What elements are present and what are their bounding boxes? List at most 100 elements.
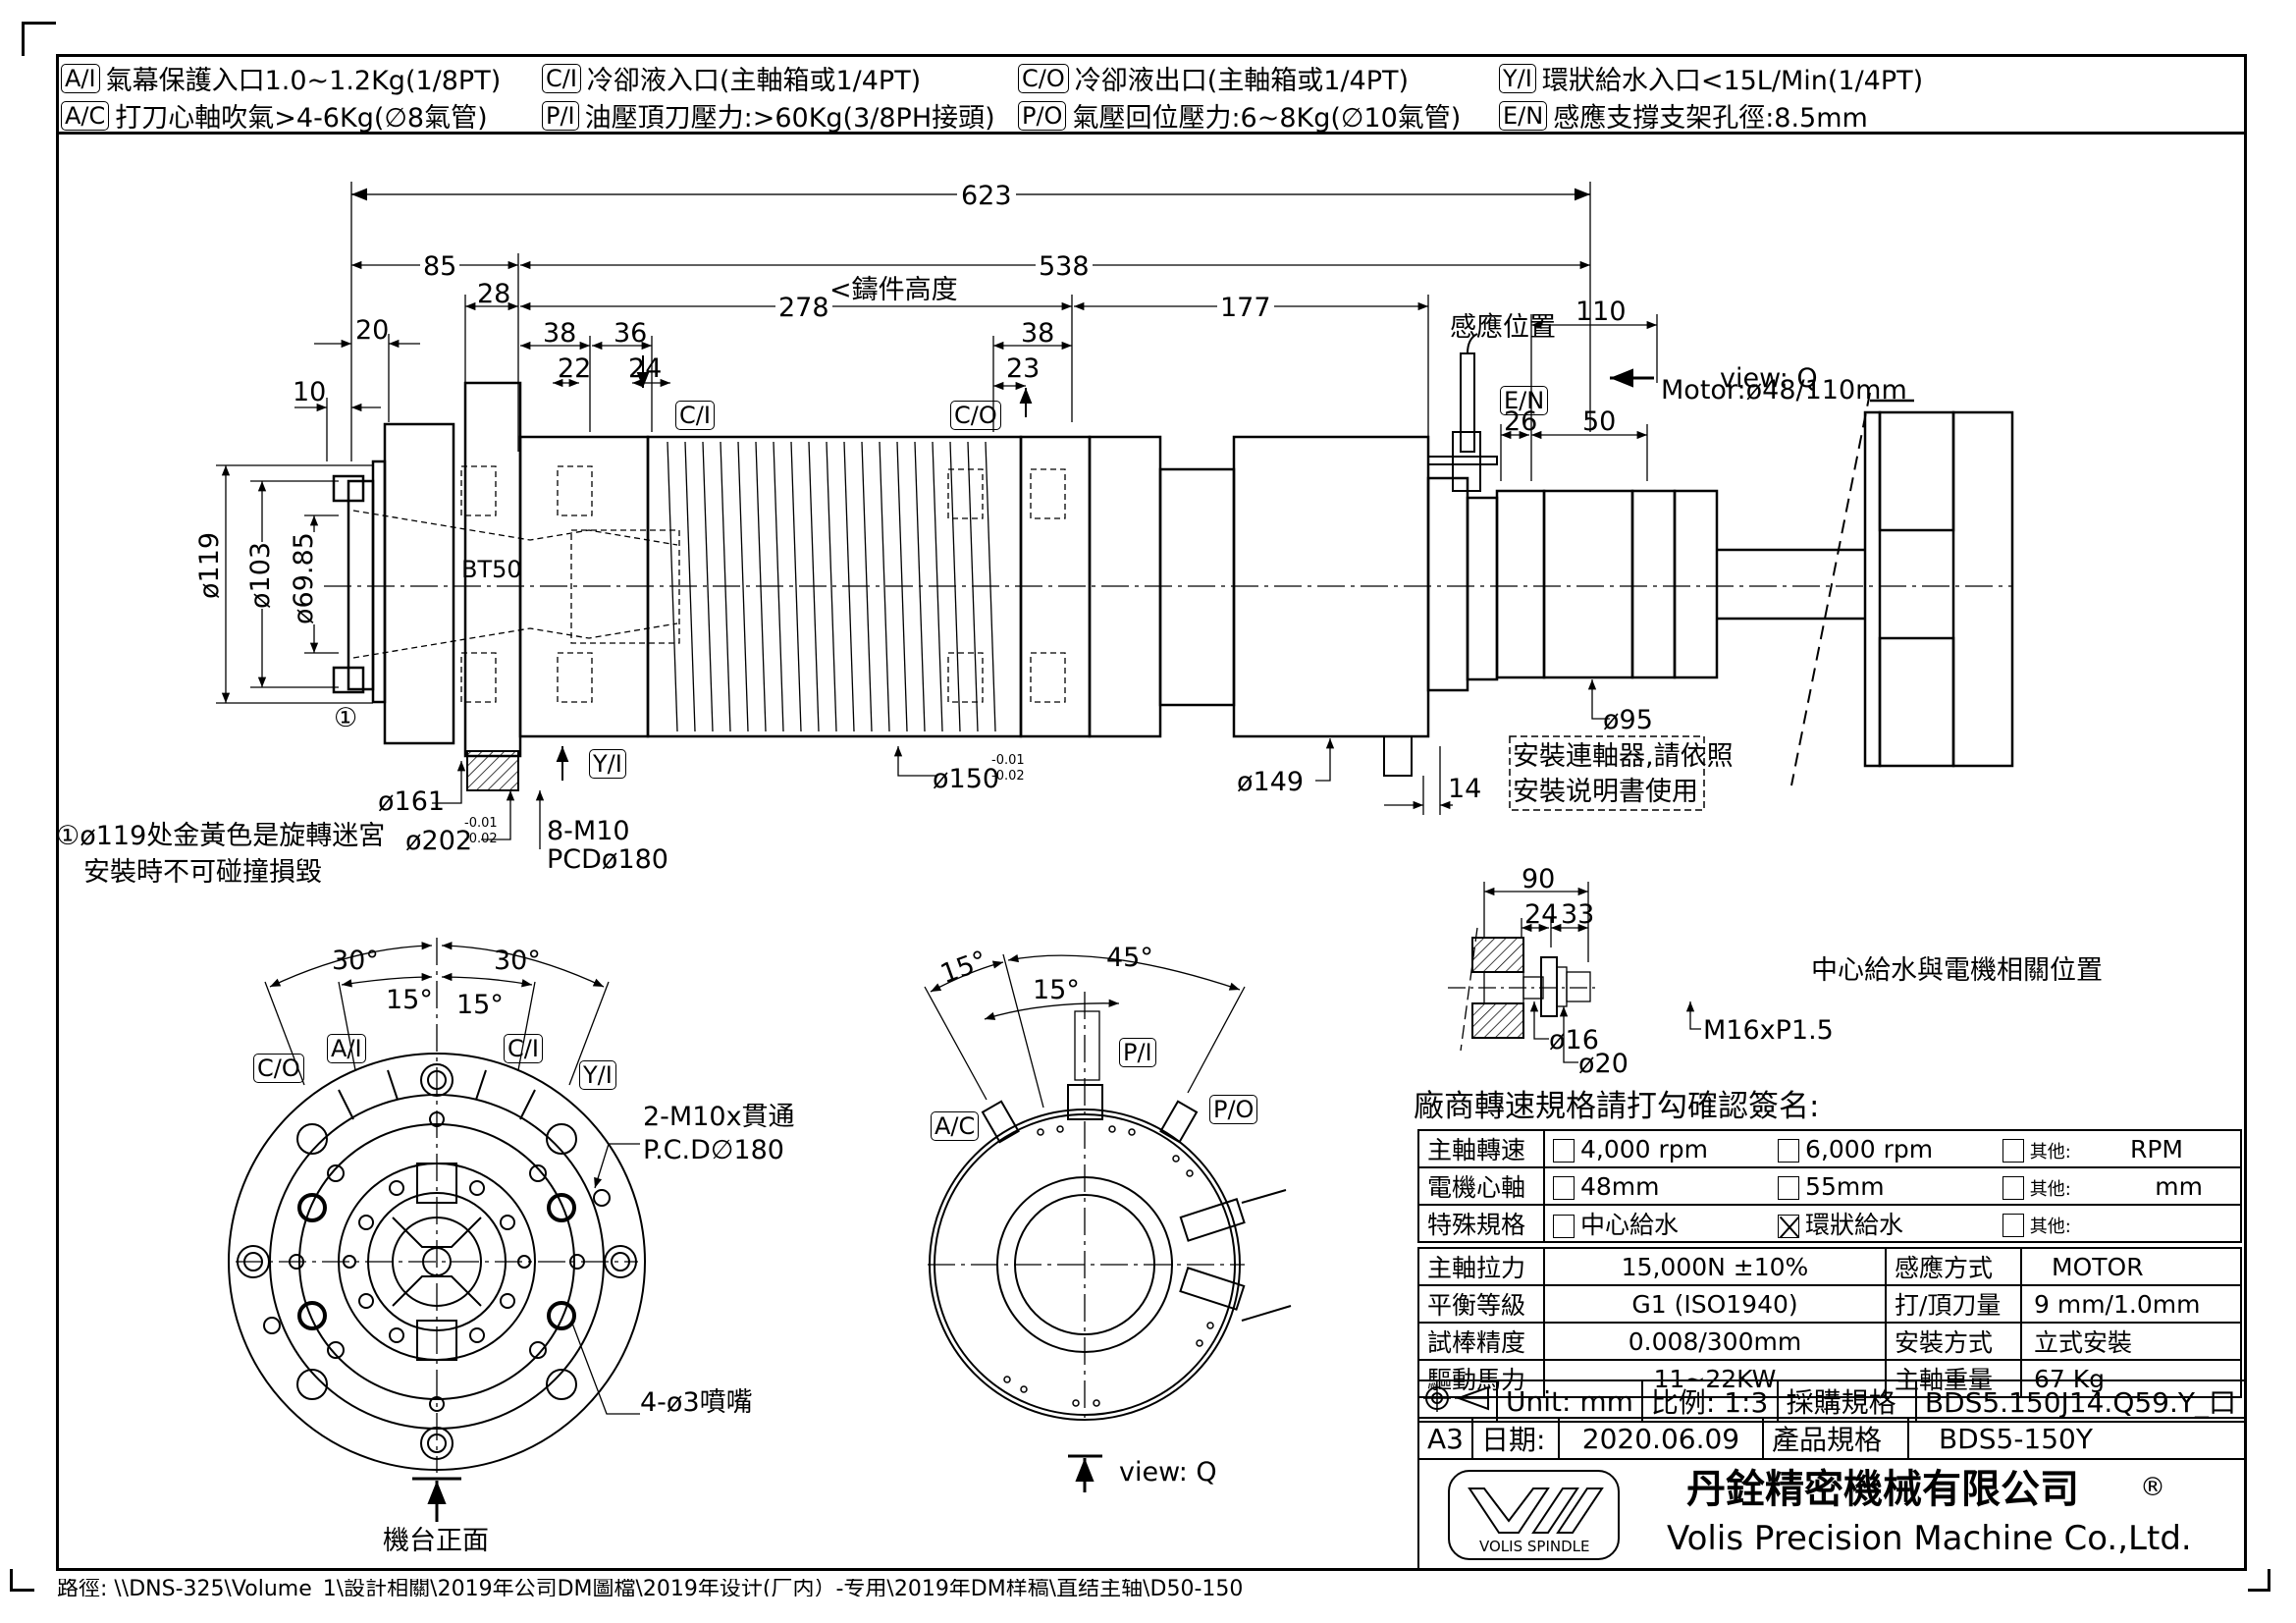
checkbox[interactable] — [1778, 1138, 1800, 1163]
bolt-spec-label: 8-M10 — [547, 816, 630, 846]
date-label: 日期: — [1470, 1417, 1560, 1460]
legend-text: 感應支撐支架孔徑:8.5mm — [1553, 103, 1868, 134]
purchase-spec-value: BDS5.150J14.Q59.Y_口 — [1914, 1380, 2247, 1423]
port-tag-en-side: E/N — [1500, 386, 1549, 415]
spec-value: MOTOR — [2020, 1247, 2242, 1286]
dim-label-23: 23 — [1006, 353, 1041, 384]
registered-mark: ® — [2140, 1473, 2165, 1502]
option-label: 其他: — [2029, 1178, 2071, 1200]
coupling-note-line2: 安裝说明書使用 — [1513, 777, 1698, 807]
corner-mark-tl — [22, 22, 25, 56]
option-48mm[interactable]: 48mm — [1542, 1166, 1771, 1206]
dim-label-14: 14 — [1448, 774, 1482, 804]
company-name-cn: 丹銓精密機械有限公司 — [1686, 1467, 2079, 1512]
dim-label-33: 33 — [1561, 899, 1595, 930]
dim-label-38b: 38 — [1021, 318, 1055, 349]
checkbox[interactable] — [1553, 1215, 1575, 1238]
view-q-label-side: view: Q — [1720, 363, 1818, 394]
dim-label-dia202: ø202 — [405, 826, 473, 856]
spec-key: 主軸拉力 — [1417, 1247, 1545, 1286]
option-label: 環狀給水 — [1805, 1211, 1904, 1239]
dim-label-dia6985: ø69.85 — [289, 532, 319, 624]
option-label: 48mm — [1580, 1171, 1660, 1201]
dim-label-dia20: ø20 — [1578, 1049, 1629, 1079]
dim-label-110: 110 — [1575, 297, 1627, 327]
date-value: 2020.06.09 — [1557, 1417, 1764, 1460]
sheet-size: A3 — [1417, 1417, 1473, 1460]
legend-text: 環狀給水入口<15L/Min(1/4PT) — [1541, 66, 1924, 96]
legend-divider — [56, 132, 2247, 135]
bolt-callout-line2: P.C.D∅180 — [643, 1135, 784, 1165]
checkbox[interactable] — [2002, 1138, 2024, 1163]
spec-row: 主軸拉力 15,000N ±10% 感應方式 MOTOR — [1417, 1247, 2242, 1286]
title-block-table: Unit: mm 比例: 1:3 採購規格 BDS5.150J14.Q59.Y_… — [1417, 1380, 2247, 1423]
option-label: 其他: — [2029, 1216, 2071, 1237]
option-center-water[interactable]: 中心給水 — [1542, 1204, 1771, 1243]
dim-label-dia16: ø16 — [1549, 1025, 1599, 1055]
motor-label: Motor:ø48/110mm — [1661, 375, 1907, 406]
checkbox[interactable] — [1553, 1175, 1575, 1200]
dim-label-177: 177 — [1217, 295, 1274, 321]
port-tag-yi: Y/I — [1499, 63, 1536, 93]
angle-label-15-left: 15° — [386, 985, 433, 1015]
port-tag-co-side: C/O — [950, 401, 1001, 430]
port-tag-co-front: C/O — [253, 1054, 304, 1083]
dim-label-623: 623 — [957, 183, 1016, 209]
unit-cell: Unit: mm — [1496, 1380, 1643, 1423]
company-name-en: Volis Precision Machine Co.,Ltd. — [1667, 1519, 2192, 1558]
pcd-label: PCDø180 — [547, 844, 668, 875]
dim-label-24cw: 24 — [1524, 899, 1559, 930]
option-55mm[interactable]: 55mm — [1770, 1166, 1995, 1206]
checkbox[interactable] — [2002, 1213, 2024, 1237]
vendor-row-special-spec: 特殊規格 中心給水 環狀給水 其他: — [1417, 1204, 2243, 1243]
port-tag-yi-side: Y/I — [589, 749, 626, 779]
dim-label-36: 36 — [614, 318, 648, 349]
checkbox-checked[interactable] — [1778, 1215, 1800, 1238]
dim-label-28: 28 — [477, 279, 511, 309]
spec-row: 平衡等級 G1 (ISO1940) 打/頂刀量 9 mm/1.0mm — [1417, 1284, 2242, 1324]
option-other-rpm[interactable]: 其他:RPM — [1994, 1129, 2243, 1168]
legend-text: 冷卻液出口(主軸箱或1/4PT) — [1074, 66, 1410, 96]
angle-label-30-left: 30° — [332, 946, 379, 976]
scale-cell: 比例: 1:3 — [1640, 1380, 1779, 1423]
center-water-title: 中心給水與電機相關位置 — [1811, 955, 2103, 986]
nozzle-callout: 4-ø3噴嘴 — [640, 1387, 753, 1418]
dim-label-10: 10 — [293, 377, 327, 407]
port-tag-en: E/N — [1499, 100, 1548, 131]
tol-150-lower: -0.02 — [991, 769, 1025, 784]
corner-mark-br-h — [2248, 1589, 2270, 1592]
dim-label-dia161: ø161 — [378, 786, 446, 817]
checkbox[interactable] — [1778, 1175, 1800, 1200]
spec-key: 安裝方式 — [1885, 1322, 2022, 1361]
angle-label-45: 45° — [1106, 943, 1153, 973]
option-label: 中心給水 — [1580, 1211, 1680, 1239]
spec-key: 試棒精度 — [1417, 1322, 1545, 1361]
corner-mark-bl-h — [10, 1589, 34, 1592]
thread-label: M16xP1.5 — [1703, 1015, 1834, 1046]
option-6000rpm[interactable]: 6,000 rpm — [1770, 1129, 1995, 1168]
angle-label-15-right: 15° — [456, 990, 504, 1020]
legend-text: 氣壓回位壓力:6~8Kg(∅10氣管) — [1072, 103, 1462, 134]
port-tag-ai-front: A/I — [327, 1034, 366, 1063]
vendor-confirm-heading: 廠商轉速規格請打勾確認簽名: — [1414, 1089, 1820, 1124]
dim-label-90: 90 — [1522, 864, 1556, 894]
option-ring-water[interactable]: 環狀給水 — [1770, 1204, 1995, 1243]
option-other-mm[interactable]: 其他:mm — [1994, 1166, 2243, 1206]
product-spec-label: 產品規格 — [1761, 1417, 1909, 1460]
option-4000rpm[interactable]: 4,000 rpm — [1542, 1129, 1771, 1168]
dim-label-dia119: ø119 — [194, 531, 225, 599]
product-spec-value: BDS5-150Y — [1906, 1417, 2247, 1460]
checkbox[interactable] — [2002, 1175, 2024, 1200]
checkbox[interactable] — [1553, 1138, 1575, 1163]
option-label: 6,000 rpm — [1805, 1134, 1934, 1163]
option-other-special[interactable]: 其他: — [1994, 1204, 2243, 1243]
spec-value: 9 mm/1.0mm — [2020, 1284, 2242, 1324]
vs-logo-icon — [1468, 1488, 1604, 1534]
